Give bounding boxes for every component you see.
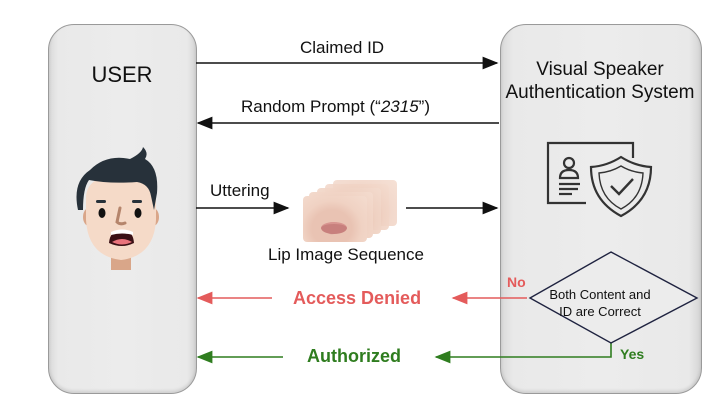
decision-text: Both Content and ID are Correct bbox=[525, 286, 675, 320]
system-title-line2: Authentication System bbox=[505, 82, 695, 103]
system-title-line1: Visual Speaker bbox=[536, 59, 664, 80]
random-prompt-value: 2315 bbox=[380, 97, 419, 116]
user-face-avatar bbox=[76, 147, 159, 270]
random-prompt-prefix: Random Prompt (“ bbox=[241, 97, 381, 116]
random-prompt-suffix: ”) bbox=[418, 97, 430, 116]
lip-sequence-label: Lip Image Sequence bbox=[268, 245, 424, 264]
random-prompt-label: Random Prompt (“2315”) bbox=[241, 97, 430, 117]
access-denied-label: Access Denied bbox=[293, 288, 422, 308]
claimed-id-label: Claimed ID bbox=[300, 38, 385, 57]
decision-diamond bbox=[528, 251, 699, 344]
authorized-arrow-right bbox=[434, 343, 612, 364]
decision-text-line1: Both Content and bbox=[549, 287, 651, 302]
uttering-label: Uttering bbox=[210, 181, 270, 200]
lip-frame bbox=[303, 196, 367, 242]
user-title: USER bbox=[91, 62, 153, 87]
lip-image-sequence bbox=[303, 180, 403, 242]
id-card-shield-check-icon bbox=[546, 141, 653, 218]
no-branch-label: No bbox=[507, 274, 526, 290]
system-title: Visual Speaker Authentication System bbox=[500, 58, 700, 104]
authorized-label: Authorized bbox=[307, 346, 401, 366]
yes-branch-label: Yes bbox=[620, 346, 645, 362]
decision-text-line2: ID are Correct bbox=[559, 304, 641, 319]
